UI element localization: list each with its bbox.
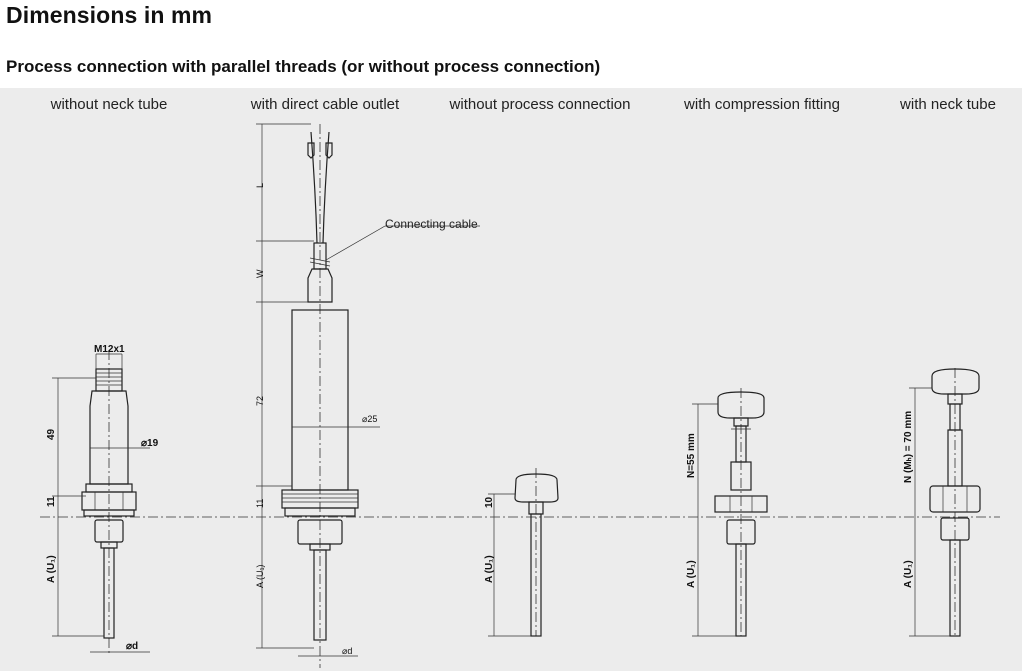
label-m12x1: M12x1 [94,344,125,355]
label-diameter-19: ⌀19 [141,438,159,449]
drawing-without-process-connection [488,468,559,637]
variant-label-compression-fitting: with compression fitting [683,96,840,113]
label-n-mh-70mm: N (Mₕ) = 70 mm [903,411,914,483]
variant-label-with-neck-tube: with neck tube [899,96,996,113]
label-connecting-cable: Connecting cable [385,217,478,231]
variant-label-without-process-connection: without process connection [449,96,631,113]
label-11-b: 11 [255,499,265,508]
label-W: W [255,269,265,278]
label-a-u1-4: A (U₁) [686,560,697,588]
drawing-with-neck-tube [909,368,981,637]
label-od-2: ⌀d [342,646,352,656]
label-72: 72 [255,396,265,406]
label-a-u1-1: A (U₁) [46,555,57,583]
drawing-panel: without neck tube with direct cable outl… [0,88,1022,671]
label-diameter-25: ⌀25 [362,414,377,424]
drawing-compression-fitting [692,388,768,637]
variant-label-direct-cable-outlet: with direct cable outlet [250,96,400,113]
label-10: 10 [484,496,495,508]
drawing-direct-cable-outlet [256,123,480,668]
drawing-without-neck-tube [52,350,150,653]
label-od-1: ⌀d [126,641,138,652]
section-subtitle: Process connection with parallel threads… [6,57,601,76]
label-a-u1-2: A (U₁) [255,564,265,588]
label-a-u1-3: A (U₁) [484,555,495,583]
label-n-55mm: N=55 mm [686,433,697,478]
label-a-u1-5: A (U₁) [903,560,914,588]
label-11-a: 11 [46,496,57,507]
page-title: Dimensions in mm [6,2,213,28]
variant-label-without-neck-tube: without neck tube [50,96,168,113]
label-L: L [255,183,265,188]
dimension-drawing: without neck tube with direct cable outl… [40,96,1000,668]
label-49: 49 [46,428,57,440]
